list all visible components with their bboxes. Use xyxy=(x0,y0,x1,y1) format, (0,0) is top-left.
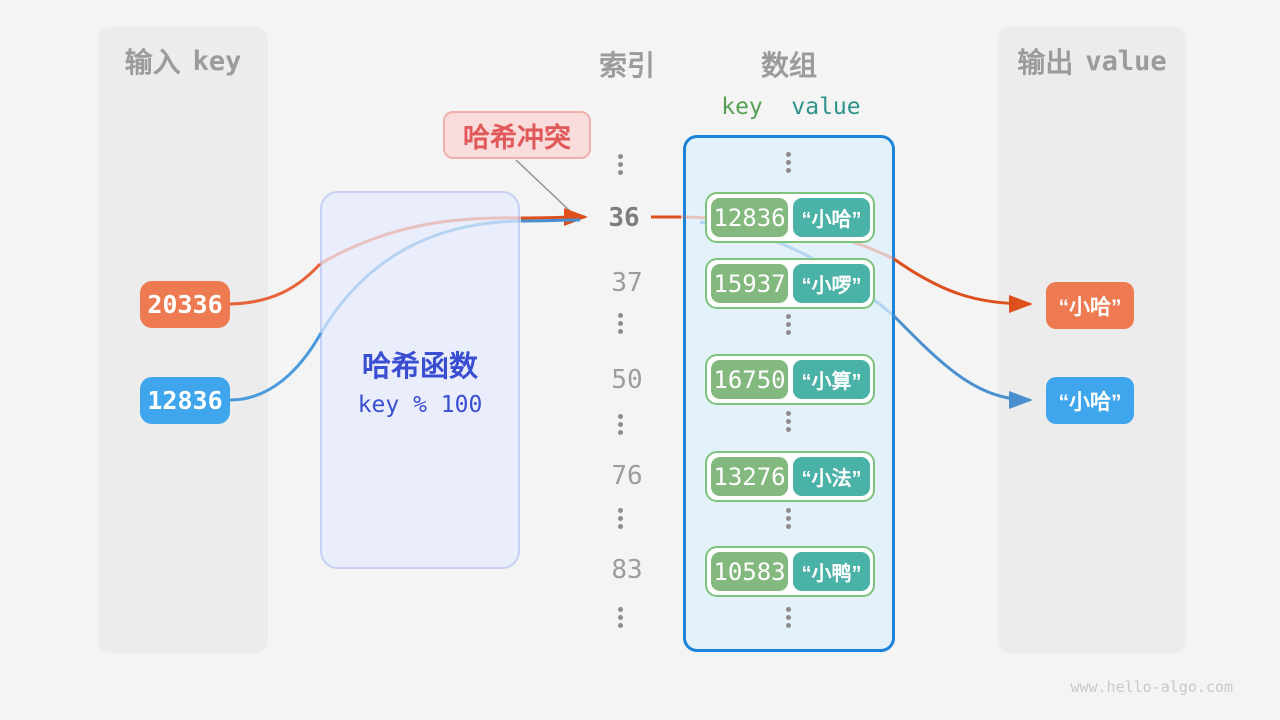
input-title-zh: 输入 xyxy=(124,47,181,78)
row-key: 15937 xyxy=(711,264,788,303)
index-column-title: 索引 xyxy=(598,50,655,81)
input-panel xyxy=(98,27,268,653)
row-value: “小法” xyxy=(793,457,870,496)
output-value-blue: “小哈” xyxy=(1046,377,1134,424)
output-title-zh: 输出 xyxy=(1017,47,1074,78)
array-ellipsis xyxy=(786,152,791,173)
array-value-header: value xyxy=(791,94,861,120)
output-value-orange: “小哈” xyxy=(1046,282,1134,329)
array-column-title: 数组 xyxy=(760,50,817,81)
curve-blue-merge xyxy=(520,218,581,223)
arrow-orange-to-index36 xyxy=(520,208,588,227)
collision-pointer-line xyxy=(515,159,572,213)
index-76: 76 xyxy=(611,461,643,491)
input-panel-title: 输入 key xyxy=(98,44,268,79)
index-ellipsis xyxy=(618,607,623,628)
row-value: “小算” xyxy=(793,360,870,399)
hash-collision-label: 哈希冲突 xyxy=(443,111,591,159)
array-ellipsis xyxy=(786,411,791,432)
row-value: “小鸭” xyxy=(793,552,870,591)
array-row: 16750 “小算” xyxy=(705,354,875,405)
index-36: 36 xyxy=(608,203,640,233)
index-ellipsis xyxy=(618,313,623,334)
hash-function-title: 哈希函数 xyxy=(361,351,478,383)
index-ellipsis xyxy=(618,154,623,175)
array-row: 15937 “小啰” xyxy=(705,258,875,309)
output-panel-title: 输出 value xyxy=(998,44,1186,79)
curve-orange-input xyxy=(229,262,322,306)
row-value: “小啰” xyxy=(793,264,870,303)
curve-blue-input xyxy=(229,332,323,402)
row-key: 16750 xyxy=(711,360,788,399)
index-37: 37 xyxy=(611,268,643,298)
array-ellipsis xyxy=(786,607,791,628)
input-key-20336: 20336 xyxy=(140,281,230,328)
input-title-latin: key xyxy=(192,45,242,77)
input-key-12836: 12836 xyxy=(140,377,230,424)
array-row: 12836 “小哈” xyxy=(705,192,875,243)
arrow-orange-to-output xyxy=(893,257,1033,313)
index-50: 50 xyxy=(611,365,643,395)
hash-function-formula: key % 100 xyxy=(357,392,483,418)
hash-function-box xyxy=(320,191,520,569)
array-ellipsis xyxy=(786,314,791,335)
index-83: 83 xyxy=(611,555,643,585)
array-row: 13276 “小法” xyxy=(705,451,875,502)
row-key: 13276 xyxy=(711,457,788,496)
output-title-latin: value xyxy=(1085,45,1167,77)
output-panel xyxy=(998,27,1186,653)
array-ellipsis xyxy=(786,508,791,529)
array-row: 10583 “小鸭” xyxy=(705,546,875,597)
array-key-header: key xyxy=(721,94,763,120)
curve-blue-through-hash xyxy=(319,219,522,334)
row-key: 12836 xyxy=(711,198,788,237)
index-ellipsis xyxy=(618,508,623,529)
watermark: www.hello-algo.com xyxy=(1070,678,1233,696)
arrow-blue-to-output xyxy=(892,314,1033,409)
row-key: 10583 xyxy=(711,552,788,591)
row-value: “小哈” xyxy=(793,198,870,237)
curve-orange-through-hash xyxy=(319,216,522,266)
index-ellipsis xyxy=(618,414,623,435)
